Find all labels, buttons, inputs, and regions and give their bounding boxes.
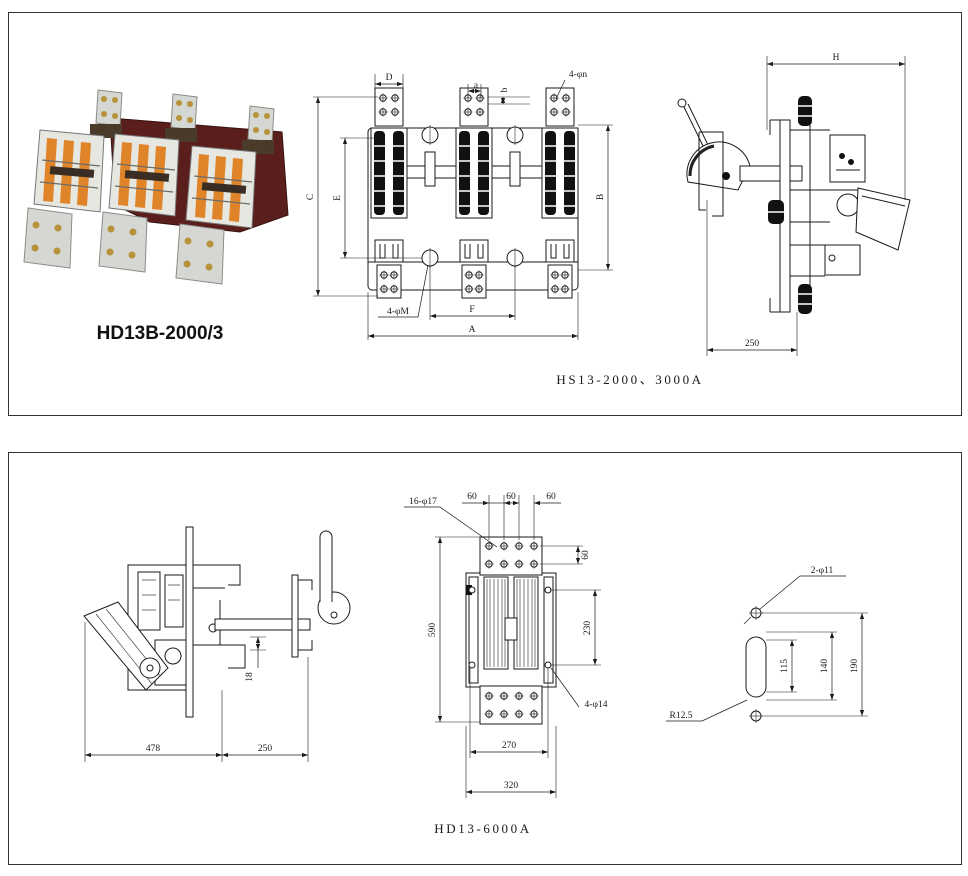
dim-250-label: 250	[258, 744, 273, 754]
dim-250-label: 250	[745, 339, 760, 349]
holes-n-leader	[555, 79, 566, 100]
dim-270-label: 270	[502, 741, 517, 751]
bottom-panel-frame	[8, 452, 962, 865]
radius-label: R12.5	[670, 711, 693, 721]
holes-14-label: 4-φ14	[585, 700, 608, 710]
handle-plate	[291, 574, 299, 658]
pivot-circle	[164, 647, 182, 665]
handle-dial	[686, 141, 751, 191]
extension-lines	[435, 495, 601, 798]
hs13-front-view: D a b 4-φn C E B 4-φM F A	[306, 70, 613, 340]
mount-hole	[468, 586, 476, 594]
holes-17-leader	[404, 506, 498, 548]
holes-11-label: 2-φ11	[811, 566, 834, 576]
mount-hole	[468, 661, 476, 669]
handle-slot	[745, 636, 767, 698]
hole-centerlines	[749, 606, 763, 723]
fuse-column	[483, 576, 509, 670]
pitch-right-label: 60	[546, 492, 556, 502]
side-rail	[468, 576, 479, 684]
side-rail	[543, 576, 554, 684]
handle-knob	[677, 98, 687, 108]
brackets	[193, 564, 246, 669]
frame-lines	[790, 125, 858, 290]
fuse-column	[513, 576, 539, 670]
handle-pivot	[330, 611, 338, 619]
holes-17-label: 16-φ17	[409, 497, 437, 507]
pivot-circle	[836, 193, 860, 217]
insulating-rod	[509, 151, 521, 187]
dim-190-label: 190	[850, 659, 860, 674]
dial-pivot	[722, 172, 730, 180]
dim-320-label: 320	[504, 781, 519, 791]
dim-115-label: 115	[780, 659, 790, 673]
body-ribs	[142, 579, 180, 611]
fuse-body	[855, 187, 911, 251]
insulator-ribs	[768, 105, 812, 305]
dial-arc	[688, 144, 715, 177]
holes-11-leader	[743, 575, 846, 625]
insulating-rod	[424, 151, 436, 187]
dim-590-label: 590	[428, 623, 438, 638]
plate-flanges	[769, 119, 790, 313]
mount-detail: 115 140 190 2-φ11 R12.5	[666, 566, 868, 723]
handle-rod	[319, 530, 333, 602]
holes-14-leader	[550, 667, 580, 708]
mechanism-dot	[848, 159, 854, 165]
hd13-front-view: 60 60 60 16-φ17 60 590 230 4-φ14 270 320	[404, 492, 608, 798]
radius-leader	[666, 699, 748, 722]
hs13-side-view: H 250	[677, 53, 911, 356]
dim-b-label: b	[500, 87, 510, 92]
dim-140-label: 140	[820, 659, 830, 674]
insulator-top	[798, 96, 812, 126]
dim-18-label: 18	[245, 672, 255, 682]
holes-n-label: 4-φn	[569, 70, 587, 80]
center-marks	[429, 125, 516, 268]
lower-block-hole	[828, 254, 836, 262]
pitch-left-label: 60	[467, 492, 477, 502]
photo-caption: HD13B-2000/3	[97, 323, 224, 344]
hd13-side-view: 18 478 250	[83, 526, 351, 762]
mechanism-box	[829, 134, 866, 183]
pitch-vertical-label: 60	[581, 550, 591, 560]
dim-C-label: C	[306, 194, 316, 200]
extension-lines	[762, 612, 868, 717]
pivot-pin	[146, 664, 154, 672]
extension-lines	[706, 56, 906, 356]
handle-plate-flanges	[298, 579, 313, 651]
dim-B-label: B	[596, 194, 606, 200]
dim-a-label: a	[474, 81, 479, 91]
mounting-plate	[185, 526, 194, 718]
body-detail	[137, 571, 161, 631]
mechanism-dot	[839, 153, 845, 159]
operating-shaft	[214, 618, 311, 631]
dim-E-label: E	[333, 195, 343, 201]
handle-lever	[683, 103, 710, 151]
body-detail	[164, 574, 184, 628]
dim-D-label: D	[386, 73, 393, 83]
operating-shaft	[739, 165, 803, 182]
holes-M-label: 4-φM	[387, 307, 409, 317]
fuse-body-edge	[861, 195, 906, 207]
insulator-bottom	[798, 284, 812, 314]
pitch-mid-label: 60	[506, 492, 516, 502]
center-link	[504, 617, 518, 641]
bottom-terminal	[479, 685, 543, 725]
dim-230-label: 230	[583, 621, 593, 636]
holes-M-leader	[378, 264, 429, 318]
dim-F-label: F	[469, 305, 474, 315]
top-panel-frame	[8, 12, 962, 416]
top-caption: HS13-2000、3000A	[556, 372, 703, 387]
dim-A-label: A	[469, 325, 476, 335]
dim-478-label: 478	[146, 744, 161, 754]
product-photo	[23, 89, 289, 285]
bottom-caption: HD13-6000A	[434, 821, 532, 836]
dim-H-label: H	[833, 53, 840, 63]
